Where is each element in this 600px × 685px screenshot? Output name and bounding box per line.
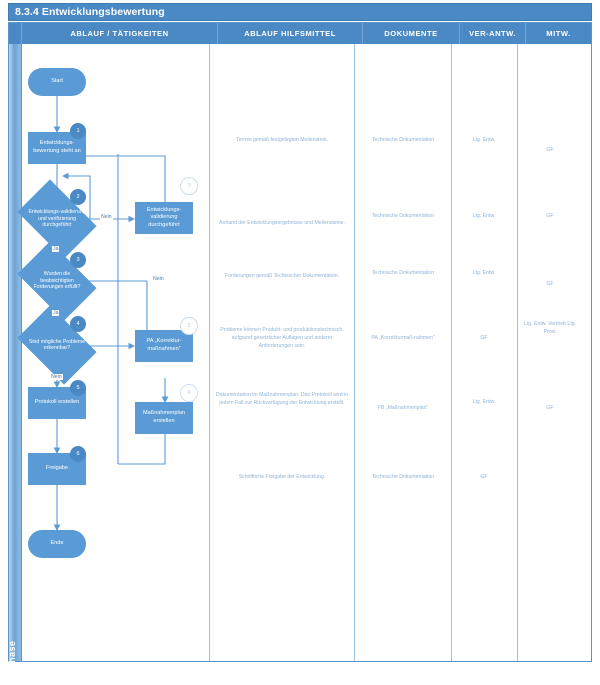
column-divider-1 — [209, 44, 210, 661]
node-side3-label: Entwicklungs-validierung durchgeführt — [146, 206, 182, 228]
phase-label: Phase — [7, 640, 17, 670]
branch-label-ja-2: Ja — [52, 310, 60, 316]
node-3-label: Wurden die beabsichtigten Forderungen er… — [33, 271, 81, 291]
mitw-row-4: Ltg. Entw. Vertrieb Ltg. Prod. — [523, 321, 577, 336]
flowchart-canvas: Start 1 Entwicklungs-bewertung steht an … — [17, 44, 209, 661]
dokumente-row-6: Technische Dokumentation — [371, 474, 435, 480]
mitw-row-1: GF — [546, 147, 554, 153]
step-badge-side-5: 5 — [180, 317, 198, 335]
header-cell-mitw: MITW. — [546, 29, 571, 38]
verantw-row-1: Ltg. Entw. — [472, 137, 496, 143]
node-start-label: Start — [51, 78, 63, 85]
phase-strip: Phase — [7, 44, 22, 669]
node-pa-korrekturmassnahmen[interactable]: PA „Korrektur-maßnahmen“ — [135, 330, 193, 362]
column-divider-4 — [517, 44, 518, 661]
node-4-label: Sind mögliche Probleme erkennbar? — [28, 338, 86, 352]
dokumente-row-1: Technische Dokumentation — [371, 137, 435, 143]
header-cell-phase — [9, 23, 22, 44]
table-header-row: ABLAUF / TÄTIGKEITEN ABLAUF HILFSMITTEL … — [9, 23, 591, 44]
header-cell-ablauf: ABLAUF / TÄTIGKEITEN — [22, 23, 218, 44]
diagram-frame — [8, 22, 592, 662]
step-badge-6: 6 — [70, 446, 86, 462]
node-ende[interactable]: Ende — [28, 530, 86, 558]
branch-label-ja-1: Ja — [52, 246, 60, 252]
verantw-row-5: Ltg. Entw. — [472, 399, 496, 405]
verantw-row-2: Ltg. Entw. — [472, 213, 496, 219]
hilfsmittel-row-3: Forderungen gemäß Technischer Dokumentat… — [224, 273, 340, 279]
header-cell-hilfsmittel: ABLAUF HILFSMITTEL — [218, 23, 363, 44]
mitw-row-2: GF — [546, 213, 554, 219]
flowchart-page: 8.3.4 Entwicklungsbewertung ABLAUF / TÄT… — [7, 3, 592, 669]
step-badge-side-3: 3 — [180, 177, 198, 195]
dokumente-row-3: Technische Dokumentation — [371, 270, 435, 276]
column-divider-3 — [451, 44, 452, 661]
page-title: 8.3.4 Entwicklungsbewertung — [8, 3, 592, 21]
column-divider-2 — [354, 44, 355, 661]
node-5-label: Protokoll erstellen — [34, 399, 80, 406]
dokumente-row-4: PA „Korrekturmaß-nahmen“ — [371, 335, 435, 341]
node-start[interactable]: Start — [28, 68, 86, 96]
node-6-label: Freigabe — [45, 465, 69, 472]
verantw-row-3: Ltg. Entw. — [472, 270, 496, 276]
dokumente-row-2: Technische Dokumentation — [371, 213, 435, 219]
node-forderungen-erfuellt-decision[interactable]: Wurden die beabsichtigten Forderungen er… — [17, 241, 97, 321]
node-1-label: Entwicklungs-bewertung steht an — [33, 140, 81, 154]
node-entwicklungsbewertung-steht-an[interactable]: Entwicklungs-bewertung steht an — [28, 132, 86, 164]
verantw-row-4: GF — [480, 335, 488, 341]
flow-connectors — [53, 96, 169, 532]
hilfsmittel-row-2: Anhand der Entwicklungsergebnisse und Me… — [218, 220, 346, 226]
hilfsmittel-row-4: Probleme können Produkt- und produktions… — [220, 327, 344, 350]
mitw-row-3: GF — [546, 281, 554, 287]
step-badge-side-6: 6 — [180, 384, 198, 402]
dokumente-row-5: FB „Maßnahmenplan“ — [377, 405, 429, 411]
node-validierung-verifizierung-decision[interactable]: Entwicklungs-validierung und verifizieru… — [17, 179, 97, 259]
hilfsmittel-row-1: Termin gemäß festgelegten Meilenstein. — [236, 137, 328, 143]
hilfsmittel-row-6: Schriftliche Freigabe der Entwicklung. — [238, 474, 326, 480]
branch-label-nein-3: Nein — [50, 374, 63, 380]
node-end-label: Ende — [50, 540, 64, 547]
branch-label-nein-1: Nein — [100, 214, 113, 220]
node-probleme-erkennbar-decision[interactable]: Sind mögliche Probleme erkennbar? — [17, 305, 97, 385]
node-massnahmenplan-erstellen[interactable]: Maßnahmenplan erstellen — [135, 402, 193, 434]
branch-label-nein-2: Nein — [152, 276, 165, 282]
verantw-row-6: GF — [480, 474, 488, 480]
node-side5-label: PA „Korrektur-maßnahmen“ — [146, 338, 182, 352]
header-cell-verantw: VER-ANTW. — [460, 23, 526, 44]
node-2-label: Entwicklungs-validierung und verifizieru… — [28, 209, 86, 229]
step-badge-3: 3 — [70, 252, 86, 268]
node-side6-label: Maßnahmenplan erstellen — [143, 410, 185, 424]
step-badge-4: 4 — [70, 316, 86, 332]
step-badge-1: 1 — [70, 123, 86, 139]
step-badge-5: 5 — [70, 380, 86, 396]
step-badge-2: 2 — [70, 189, 86, 205]
header-cell-dokumente: DOKUMENTE — [363, 23, 460, 44]
node-entwicklungsvalidierung-durchgefuehrt[interactable]: Entwicklungs-validierung durchgeführt — [135, 202, 193, 234]
mitw-row-5: GF — [546, 405, 554, 411]
hilfsmittel-row-5: Dokumentation im Maßnahmenplan. Das Prot… — [215, 392, 349, 407]
